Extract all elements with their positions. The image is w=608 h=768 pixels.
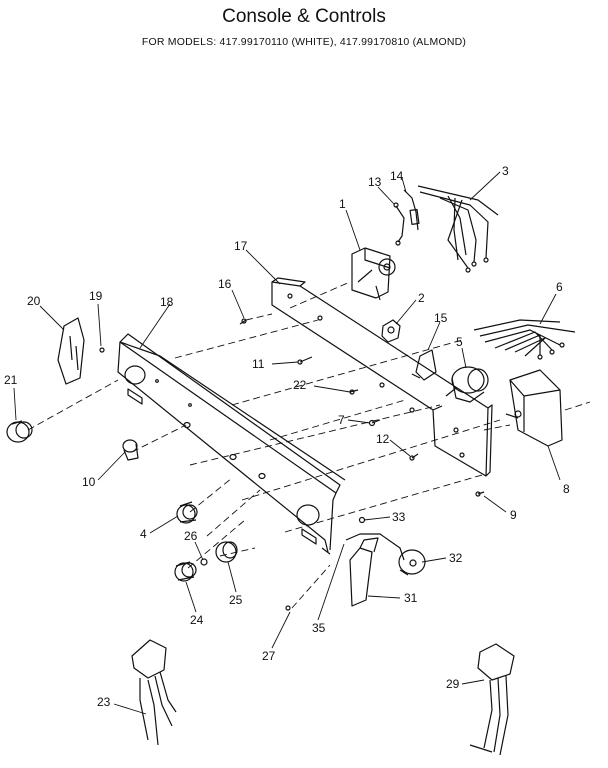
part-label-2: 2 — [418, 291, 425, 305]
part-label-21: 21 — [4, 373, 18, 387]
part-label-13: 13 — [368, 175, 382, 189]
front-console-panel — [117, 333, 346, 555]
part-label-31: 31 — [404, 591, 418, 605]
part-label-6: 6 — [556, 280, 563, 294]
part-label-12: 12 — [376, 432, 390, 446]
buzzer-5 — [445, 366, 489, 403]
wire-35 — [345, 533, 405, 561]
switch-32 — [398, 549, 426, 576]
part-label-1: 1 — [339, 197, 346, 211]
part-label-17: 17 — [234, 239, 248, 253]
part-label-11: 11 — [252, 357, 265, 371]
assembly-guide-lines — [27, 281, 591, 609]
part-label-15: 15 — [434, 311, 448, 325]
wire-harness-3 — [417, 185, 499, 273]
part-label-16: 16 — [218, 277, 232, 291]
part-label-5: 5 — [456, 335, 463, 349]
screw-16 — [239, 318, 247, 325]
part-label-23: 23 — [97, 695, 111, 709]
wire-harness-23 — [131, 639, 177, 746]
part-label-29: 29 — [446, 677, 460, 691]
diagram-subtitle: FOR MODELS: 417.99170110 (WHITE), 417.99… — [141, 36, 467, 48]
part-label-19: 19 — [89, 289, 103, 303]
part-label-35: 35 — [312, 621, 326, 635]
switch-15 — [411, 349, 437, 381]
part-label-25: 25 — [229, 593, 243, 607]
wire-harness-6 — [473, 319, 576, 360]
cap-10 — [122, 439, 139, 461]
part-label-14: 14 — [390, 169, 404, 183]
part-number-labels: 1 2 3 4 5 6 7 8 9 10 11 12 13 14 15 16 1… — [4, 164, 570, 709]
part-label-24: 24 — [190, 613, 204, 627]
knob-4 — [176, 501, 198, 524]
part-label-22: 22 — [293, 378, 307, 392]
part-label-18: 18 — [160, 295, 174, 309]
screw-27 — [285, 605, 291, 611]
screw-33 — [358, 516, 366, 524]
knob-25 — [215, 541, 238, 563]
bracket-20 — [57, 317, 85, 385]
knob-21 — [6, 420, 33, 443]
diagram-title: Console & Controls — [222, 6, 386, 27]
part-label-26: 26 — [184, 529, 198, 543]
leader-lines — [13, 171, 561, 715]
knob-24 — [174, 561, 197, 582]
control-module-8 — [505, 369, 563, 447]
bracket-31 — [349, 537, 379, 607]
screw-9 — [475, 491, 485, 497]
switch-2 — [381, 319, 401, 343]
screw-11 — [297, 356, 313, 365]
part-label-20: 20 — [27, 294, 41, 308]
rear-panel — [271, 277, 493, 477]
wire-harness-29 — [469, 643, 515, 756]
part-label-10: 10 — [82, 475, 96, 489]
part-label-3: 3 — [502, 164, 509, 178]
part-label-32: 32 — [449, 551, 463, 565]
part-label-9: 9 — [510, 508, 517, 522]
resistor-14 — [403, 189, 420, 231]
timer-motor — [351, 247, 396, 301]
part-label-33: 33 — [392, 510, 406, 524]
part-label-7: 7 — [338, 413, 345, 427]
screw-26 — [200, 558, 208, 566]
part-label-4: 4 — [140, 527, 147, 541]
part-label-27: 27 — [262, 649, 276, 663]
screw-12 — [409, 453, 419, 461]
screw-19 — [99, 347, 105, 353]
screw-22 — [349, 389, 359, 395]
wire-13 — [393, 202, 405, 246]
part-label-8: 8 — [563, 482, 570, 496]
